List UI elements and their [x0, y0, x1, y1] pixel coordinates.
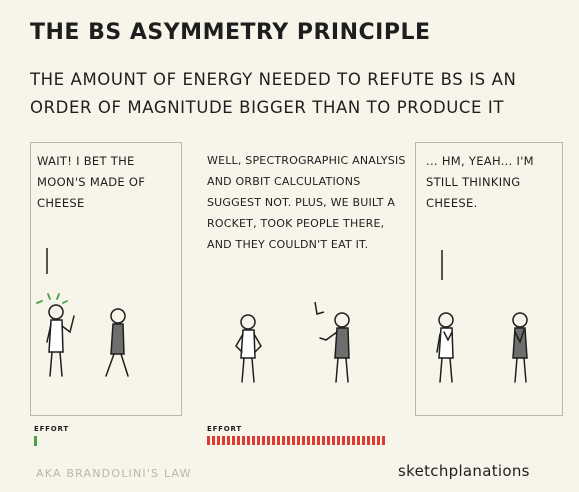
- effort-bar-low: [34, 436, 37, 446]
- comic-title: THE BS ASYMMETRY PRINCIPLE: [30, 20, 431, 45]
- person-listener-icon: [105, 308, 129, 377]
- effort-label-high: EFFORT: [207, 425, 242, 433]
- effort-label-low: EFFORT: [34, 425, 69, 433]
- comic-subtitle: THE AMOUNT OF ENERGY NEEDED TO REFUTE BS…: [30, 70, 517, 117]
- aka-text: AKA BRANDOLINI'S LAW: [36, 467, 192, 480]
- speech-claim: WAIT! I BET THE MOON'S MADE OF CHEESE: [37, 154, 146, 210]
- panel-claim: WAIT! I BET THE MOON'S MADE OF CHEESE: [30, 142, 182, 416]
- person-claimant-icon-2: [235, 314, 262, 383]
- brand-logo-text: sketchplanations: [398, 462, 530, 480]
- speech-tail-refutation: [314, 301, 325, 315]
- speech-refutation: WELL, SPECTROGRAPHIC ANALYSIS AND ORBIT …: [207, 154, 406, 251]
- person-refuter-icon: [319, 312, 350, 383]
- speech-response: ... HM, YEAH... I'M STILL THINKING CHEES…: [426, 154, 534, 210]
- person-listener-icon-2: [512, 312, 528, 383]
- excitement-marks: [36, 293, 68, 304]
- effort-bar-high: [207, 436, 385, 445]
- speech-tail-claim: [46, 248, 48, 274]
- person-claimant-icon-3: [436, 312, 454, 383]
- speech-tail-response: [441, 250, 443, 280]
- person-claimant-icon: [46, 304, 75, 377]
- panel-response: ... HM, YEAH... I'M STILL THINKING CHEES…: [415, 142, 563, 416]
